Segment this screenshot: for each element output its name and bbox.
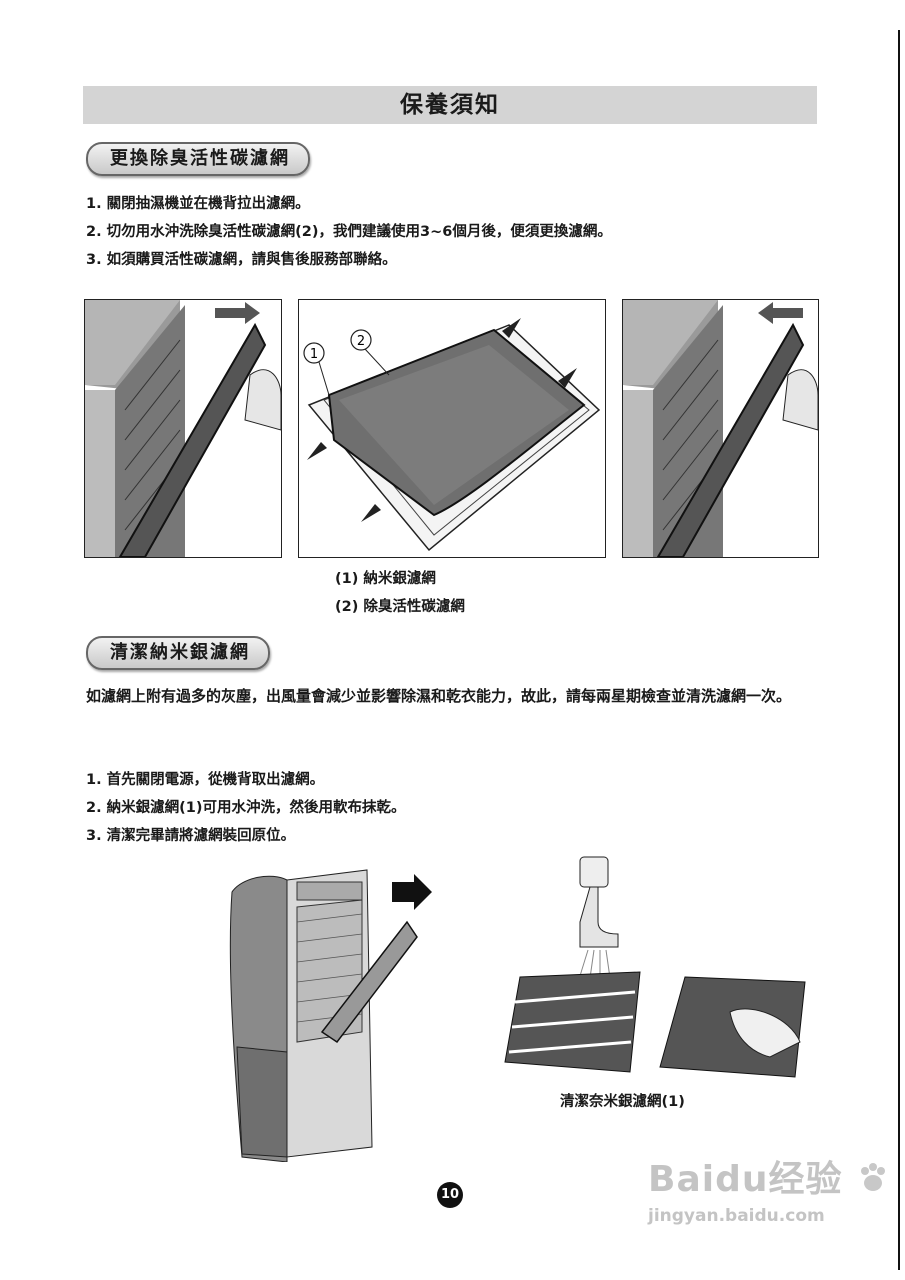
step-line: 1. 關閉抽濕機並在機背拉出濾網。 xyxy=(86,196,310,212)
paw-icon xyxy=(861,1163,886,1191)
arrow-right-icon xyxy=(215,302,260,324)
step-line: 2. 切勿用水沖洗除臭活性碳濾網(2)，我們建議使用3~6個月後，便須更換濾網。 xyxy=(86,224,612,240)
page-edge-rule xyxy=(898,30,900,1270)
callout-circle xyxy=(350,329,372,351)
arrow-icon xyxy=(558,368,577,388)
cleaning-intro-paragraph: 如濾網上附有過多的灰塵，出風量會減少並影響除濕和乾衣能力，故此，請每兩星期檢查並… xyxy=(86,687,792,705)
watermark: Baidu经验 jingyan.baidu.com xyxy=(648,1150,890,1226)
arrow-icon xyxy=(307,442,327,460)
callout-circle xyxy=(303,342,325,364)
page-number: 10 xyxy=(437,1182,463,1208)
figure-dehumidifier-remove-filter xyxy=(229,869,432,1162)
page-title: 保養須知 xyxy=(83,86,817,124)
caption-nano-silver-filter: (1) 納米銀濾網 xyxy=(335,571,436,587)
watermark-brand: Baidu经验 xyxy=(648,1150,890,1202)
callout-label-2: 2 xyxy=(357,334,365,349)
figure-pull-filter-out xyxy=(84,299,282,558)
step-line: 2. 納米銀濾網(1)可用水沖洗，然後用軟布抹乾。 xyxy=(86,800,406,816)
watermark-url: jingyan.baidu.com xyxy=(648,1206,825,1226)
step-line: 1. 首先關閉電源，從機背取出濾網。 xyxy=(86,772,325,788)
step-line: 3. 如須購買活性碳濾網，請與售後服務部聯絡。 xyxy=(86,252,397,268)
figure-wash-filter xyxy=(504,856,806,1078)
arrow-icon xyxy=(502,318,521,338)
step-line: 3. 清潔完畢請將濾網裝回原位。 xyxy=(86,828,296,844)
section-heading-clean-nano-silver-filter: 清潔納米銀濾網 xyxy=(86,636,270,670)
caption-carbon-filter: (2) 除臭活性碳濾網 xyxy=(335,599,465,615)
arrow-icon xyxy=(361,504,381,522)
callout-label-1: 1 xyxy=(310,347,318,362)
section-heading-replace-carbon-filter: 更換除臭活性碳濾網 xyxy=(86,142,310,176)
figure-filter-assembly: 1 2 xyxy=(298,299,606,558)
arrow-left-icon xyxy=(758,302,803,324)
arrow-right-icon xyxy=(392,874,432,910)
caption-wash-nano-silver-filter: 清潔奈米銀濾網(1) xyxy=(560,1094,685,1110)
figure-push-filter-in xyxy=(622,299,819,558)
